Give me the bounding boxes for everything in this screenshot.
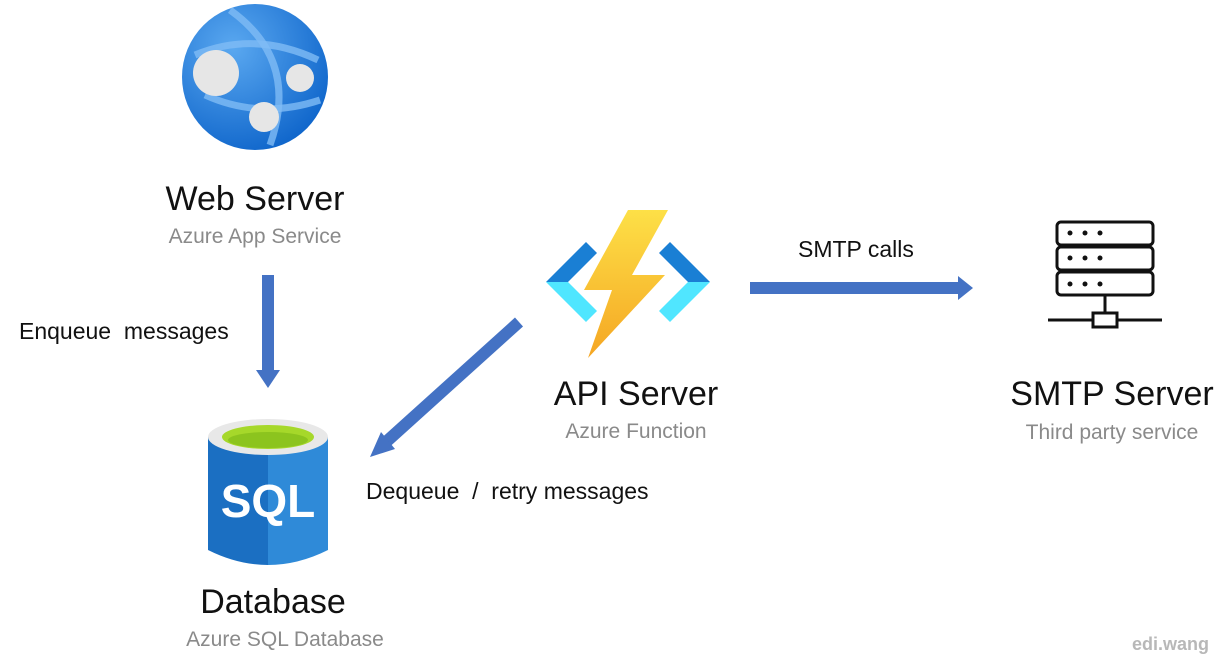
svg-text:SQL: SQL	[221, 475, 316, 527]
smtp-server-subtitle: Third party service	[1025, 421, 1199, 444]
api-server-title: API Server	[553, 375, 719, 413]
database-title: Database	[200, 583, 346, 621]
api-server-subtitle: Azure Function	[565, 420, 707, 443]
web-server-title: Web Server	[165, 180, 345, 218]
azure-function-icon	[546, 210, 710, 358]
database-subtitle: Azure SQL Database	[186, 628, 384, 651]
smtp-calls-label: SMTP calls	[798, 236, 914, 262]
arrow-dequeue	[370, 317, 524, 457]
smtp-server-title: SMTP Server	[1010, 375, 1214, 413]
server-led-dots	[1067, 230, 1103, 287]
arrow-enqueue	[256, 275, 280, 388]
server-icon	[1048, 220, 1162, 329]
web-server-subtitle: Azure App Service	[168, 225, 342, 248]
enqueue-label: Enqueue messages	[19, 318, 229, 344]
arrow-smtp-calls	[750, 276, 973, 300]
dequeue-label: Dequeue / retry messages	[366, 478, 649, 504]
watermark: edi.wang	[1132, 634, 1210, 654]
sql-database-icon: SQL	[208, 419, 328, 565]
globe-icon	[182, 4, 328, 150]
